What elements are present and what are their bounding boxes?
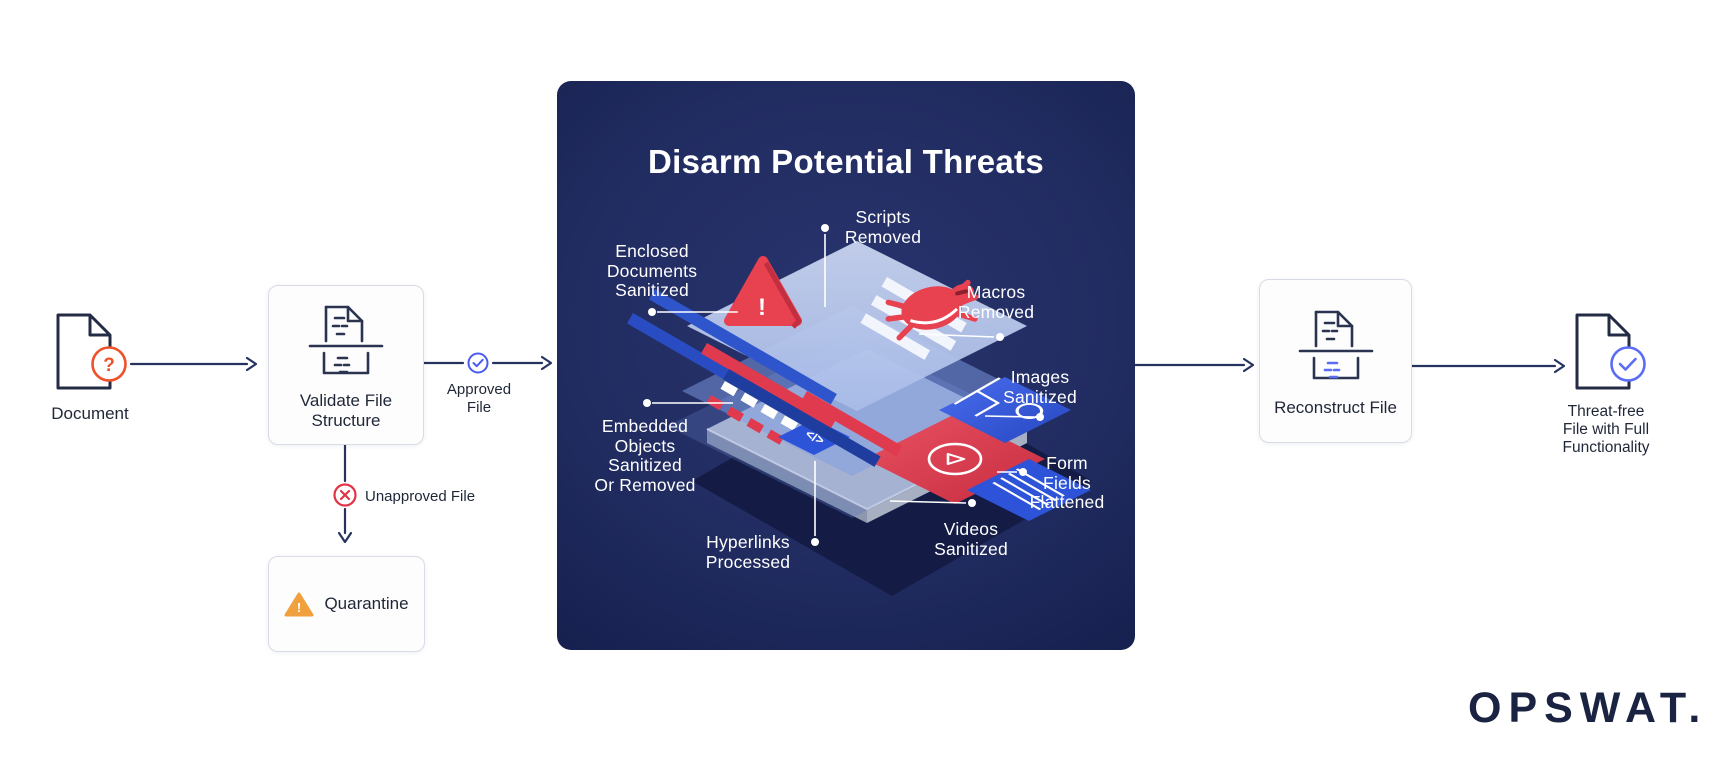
label-line: Documents [606,260,698,281]
threat-free-document-icon [1575,313,1646,390]
warning-triangle-3d: ! [724,256,802,329]
check-badge [1610,346,1646,382]
quarantine-label: Quarantine [324,594,409,613]
validate-label-line: Validate File [299,391,393,410]
label-line: Hyperlinks [706,532,790,552]
unapproved-file-label: Unapproved File [365,488,476,505]
label-hyperlinks-processed: Hyperlinks Processed [705,532,791,572]
label-scripts-removed: Scripts Removed [844,207,922,247]
file-validate-icon [308,305,384,375]
leader-dots [643,224,1044,546]
approved-check-icon [467,352,489,374]
arrow-validate-to-panel [420,355,553,371]
isometric-artwork: </> [627,224,1092,596]
label-line: Videos [943,519,999,539]
arrow-validate-to-quarantine [337,441,353,544]
label-enclosed-documents: Enclosed Documents Sanitized [606,241,698,301]
warning-glyph: ! [297,600,301,615]
triangle-glyph: ! [758,294,766,321]
threat-free-line: Functionality [1562,439,1650,456]
warning-triangle-icon: ! [284,592,314,616]
label-videos-sanitized: Videos Sanitized [934,519,1008,559]
label-line: Flattened [1029,492,1105,512]
approved-file-label: Approved File [447,381,511,416]
approved-file-line: Approved [446,381,512,398]
validate-label: Validate File Structure [300,391,392,431]
reconstruct-label: Reconstruct File [1274,398,1397,417]
label-form-fields: Form Fields Flattened [1029,453,1105,513]
question-badge [91,346,127,382]
arrow-document-to-validate [129,356,258,372]
label-line: Objects [614,435,676,456]
check-glyph [1618,357,1637,371]
label-embedded-objects: Embedded Objects Sanitized Or Removed [594,416,696,495]
label-line: Scripts [855,207,911,227]
label-line: Macros [966,282,1026,302]
unapproved-x-icon [333,483,357,507]
label-line: Sanitized [1003,386,1077,407]
label-line: Enclosed [615,241,689,261]
leader-lines [652,234,1035,536]
panel-title: Disarm Potential Threats [648,143,1044,180]
document-icon: ? [56,313,127,390]
approved-file-line: File [466,398,492,416]
label-line: Form [1046,453,1088,473]
label-line: Or Removed [594,474,696,495]
document-label: Document [51,404,129,423]
validate-label-line: Structure [311,411,381,430]
threat-free-label: Threat-free File with Full Functionality [1562,403,1649,457]
label-line: Fields [1043,472,1091,493]
question-glyph: ? [103,355,115,376]
label-line: Sanitized [608,455,682,475]
file-reconstruct-icon [1298,310,1373,380]
quarantine-box: ! Quarantine [268,556,425,652]
threat-free-line: File with Full [1562,421,1650,438]
bug-icon [885,279,979,341]
disarm-panel: Disarm Potential Threats [557,81,1135,650]
label-line: Processed [705,551,791,572]
reconstruct-file-box: Reconstruct File [1259,279,1412,443]
arrow-reconstruct-to-output [1408,358,1566,374]
label-line: Removed [844,226,922,247]
label-images-sanitized: Images Sanitized [1003,367,1077,407]
label-line: Images [1010,367,1070,387]
label-line: Embedded [601,416,689,436]
content-rods [627,289,903,467]
label-line: Sanitized [934,538,1008,559]
opswat-logo: OPSWAT. [1468,684,1708,732]
validate-file-structure-box: Validate File Structure [268,285,424,445]
label-line: Removed [957,301,1035,322]
arrow-panel-to-reconstruct [1133,357,1255,373]
label-line: Sanitized [615,280,689,300]
threat-free-line: Threat-free [1567,403,1645,420]
label-macros-removed: Macros Removed [957,282,1035,322]
